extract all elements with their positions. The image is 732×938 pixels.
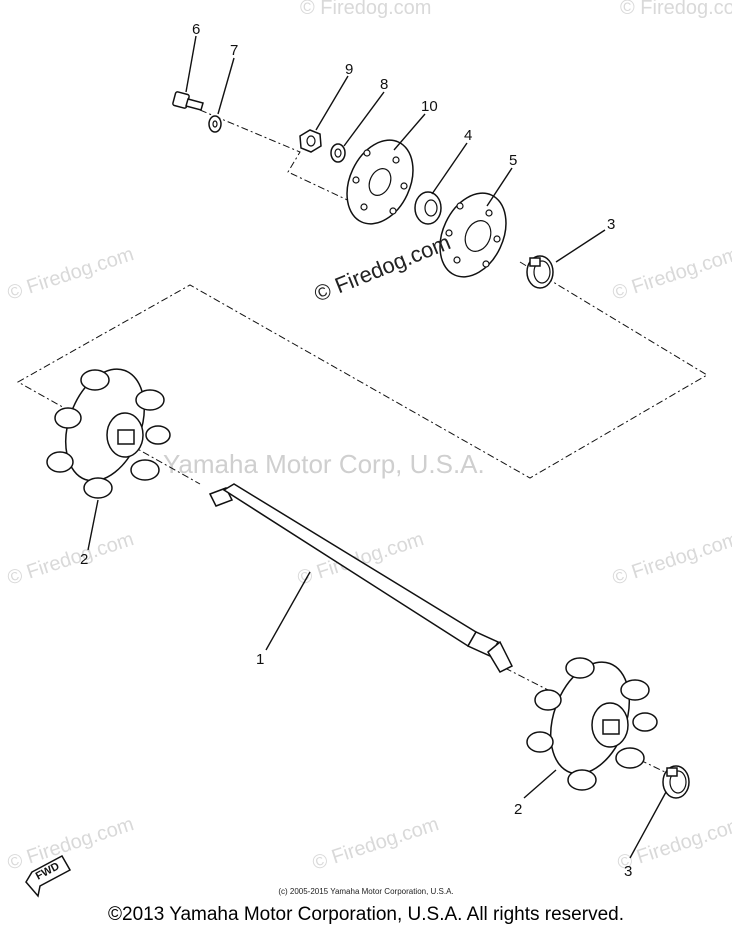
watermark-firedog: © Firedog.com	[610, 243, 732, 305]
part-label: 2	[80, 551, 88, 568]
sprocket-part	[526, 657, 658, 791]
watermark-firedog-main: © Firedog.com	[311, 229, 454, 306]
part-label: 8	[380, 76, 388, 93]
part-label: 6	[192, 21, 200, 38]
small-copyright: (c) 2005-2015 Yamaha Motor Corporation, …	[278, 887, 454, 896]
clamp-part	[526, 255, 554, 289]
watermark-firedog: © Firedog.com	[5, 528, 137, 590]
watermark-firedog: © Firedog.com	[5, 243, 137, 305]
nut-part	[299, 129, 322, 153]
shaft-part	[208, 483, 514, 673]
assembly-lines	[16, 109, 708, 773]
part-label: 2	[514, 801, 522, 818]
part-label: 1	[256, 651, 264, 668]
watermark-firedog: © Firedog.com	[620, 0, 732, 19]
part-label: 7	[230, 42, 238, 59]
clamp-part	[662, 765, 690, 799]
part-label: 9	[345, 61, 353, 78]
watermark-firedog: © Firedog.com	[300, 0, 431, 19]
part-label: 3	[624, 863, 632, 880]
watermark-yamaha: Yamaha Motor Corp, U.S.A.	[163, 449, 485, 479]
part-label: 4	[464, 127, 472, 144]
bearing-part	[414, 191, 442, 225]
washer-part	[208, 115, 222, 133]
watermark-firedog: © Firedog.com	[310, 813, 442, 875]
part-label: 3	[607, 216, 615, 233]
lockwasher-part	[330, 143, 346, 163]
watermark-firedog: © Firedog.com	[5, 813, 137, 875]
bolt-part	[172, 91, 204, 111]
part-label: 10	[421, 98, 438, 115]
flange-plate-part	[346, 139, 414, 225]
part-label: 5	[509, 152, 517, 169]
flange-plate-part	[439, 192, 507, 278]
copyright-notice: ©2013 Yamaha Motor Corporation, U.S.A. A…	[108, 904, 624, 925]
part-labels: 6 7 9 8 10 4 5 3 2 1 2 3	[80, 21, 632, 880]
sprocket-part	[46, 368, 171, 499]
watermark-firedog: © Firedog.com	[610, 528, 732, 590]
leader-lines	[87, 35, 667, 859]
